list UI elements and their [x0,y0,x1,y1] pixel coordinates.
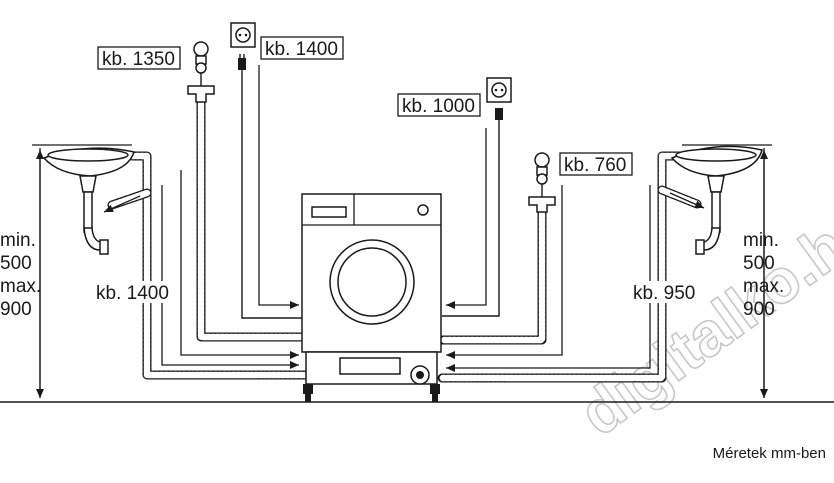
power-socket-left-icon [230,22,256,70]
inlet-hose-left [196,91,312,342]
arrow-drain-left [161,185,299,369]
label-socket-right: kb. 1000 [397,93,481,117]
label-hose-right: kb. 950 [630,281,702,304]
label-hose-right-text: kb. 950 [633,283,695,304]
label-socket-right-text: kb. 1000 [402,96,475,117]
water-tap-left-icon [187,41,215,103]
inlet-hose-right [437,201,547,345]
power-socket-right-icon [486,77,512,120]
power-cord-left [241,70,306,319]
label-tap-left-text: kb. 1350 [102,49,175,70]
height-dimension-right [682,144,772,398]
label-height-right-3: 900 [743,299,775,320]
label-height-left: min. 500 max. 900 [0,230,41,320]
sink-left [42,147,135,255]
label-tap-right: kb. 760 [559,152,633,176]
label-height-left-2: max. [0,276,41,297]
arrow-trap-left [103,195,141,213]
drain-hose-right [437,151,687,383]
label-socket-left-text: kb. 1400 [265,39,338,60]
arrow-tap-right [446,185,563,359]
label-height-left-3: 900 [0,299,32,320]
arrow-drain-right [446,185,651,372]
water-tap-right-icon [528,152,556,213]
watermark: digitalko.hu [567,188,834,450]
label-socket-left: kb. 1400 [260,36,344,60]
arrow-socket-right [446,128,487,309]
power-cord-right [442,118,500,317]
watermark-text: digitalko.hu [568,189,834,449]
label-hose-left: kb. 1400 [93,281,175,304]
drain-hose-left-trap [107,188,152,210]
label-height-right: min. 500 max. 900 [743,230,784,320]
arrow-trap-right [669,192,705,209]
label-height-right-2: max. [743,276,784,297]
sink-right [670,145,763,255]
label-tap-right-text: kb. 760 [564,155,626,176]
label-tap-left: kb. 1350 [97,46,181,70]
washing-machine [301,193,442,402]
arrow-tap-left [180,170,299,359]
arrow-socket-left [258,65,299,309]
drain-hose-left [127,151,312,380]
label-hose-left-text: kb. 1400 [96,283,169,304]
height-dimension-left [32,144,132,398]
label-height-left-1: 500 [0,253,32,274]
label-height-left-0: min. [0,230,36,251]
label-height-right-1: 500 [743,253,775,274]
label-height-right-0: min. [743,230,779,251]
caption-units: Méretek mm-ben [713,445,826,462]
